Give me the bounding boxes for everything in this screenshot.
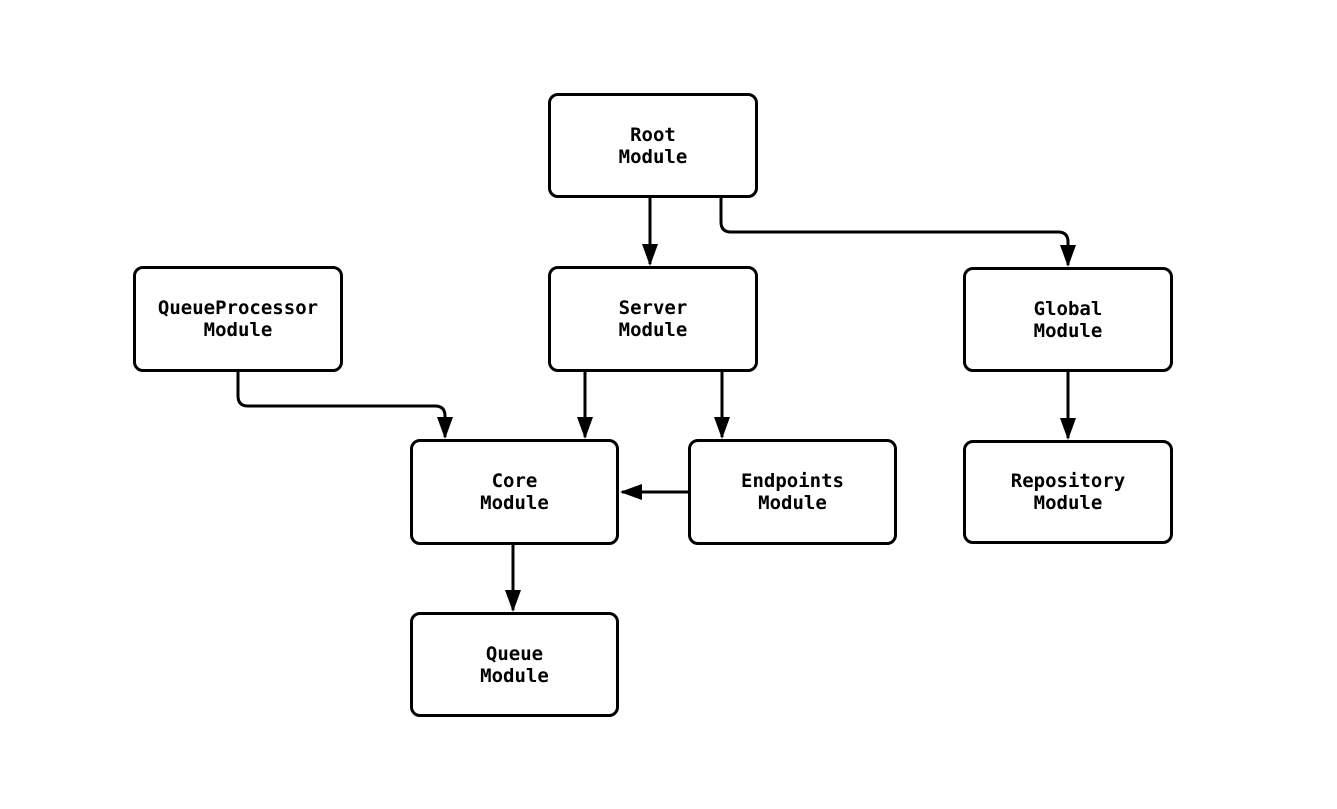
node-endpoints-module: Endpoints Module [688,439,897,545]
node-label-line1: Server [618,297,688,319]
node-repository-module: Repository Module [963,440,1173,544]
node-root-module: Root Module [548,93,758,198]
node-label-line2: Module [480,664,549,687]
node-label-line1: Root [630,123,676,146]
node-queueprocessor-module: QueueProcessor Module [133,266,343,372]
node-label-line1: Repository [1010,470,1126,492]
node-queue-module: Queue Module [410,612,619,717]
node-global-module: Global Module [963,267,1173,372]
edge-root-to-global [719,198,1076,267]
node-label-line1: QueueProcessor [157,297,319,319]
node-label-line2: Module [480,492,549,514]
node-label-line2: Module [618,319,688,341]
node-label-line2: Module [758,492,827,514]
node-label-line2: Module [618,145,688,168]
node-server-module: Server Module [548,266,758,372]
node-label-line1: Global [1033,297,1103,320]
node-label-line2: Module [1033,319,1103,342]
node-label-line1: Endpoints [741,470,844,492]
node-label-line2: Module [1033,492,1103,514]
node-label-line1: Queue [485,642,544,665]
node-core-module: Core Module [410,439,619,545]
node-label-line2: Module [203,319,273,341]
edge-queueprocessor-to-core [236,372,453,439]
node-label-line1: Core [491,470,538,492]
